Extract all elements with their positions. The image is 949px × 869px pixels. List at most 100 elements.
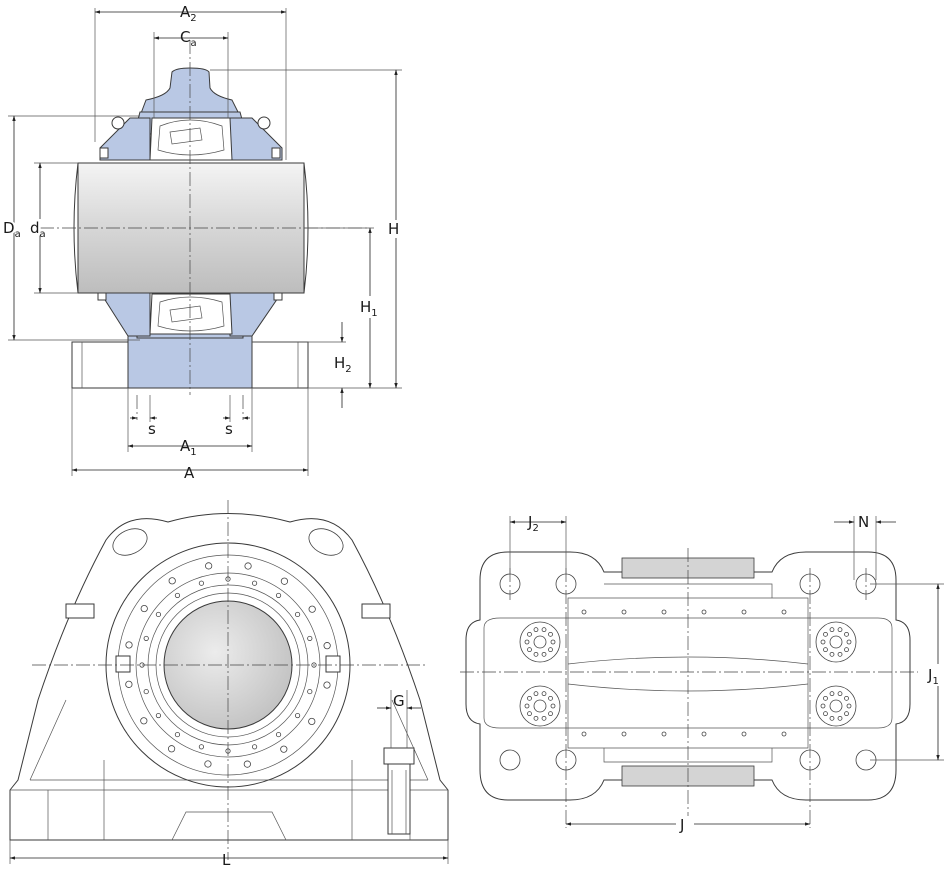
seal-screw [155,611,162,618]
seal-screw [251,744,258,750]
flange-bolt [205,562,213,570]
section-view: A2 Ca D Da d da H H1 H2 [1,3,406,482]
seal-rosette-hole [524,639,530,645]
seal-rosette-center [829,635,843,649]
seal-rosette-hole [844,647,849,653]
seal-screw [251,580,258,586]
seal-rosette-hole [823,647,828,653]
cap-screw [661,609,667,615]
seal-rosette-center [533,699,547,713]
seal-rosette-hole [823,711,828,717]
label-H: H [388,220,399,238]
seal-rosette-hole [524,703,530,709]
seal-rosette-hole [541,651,547,657]
flange-bolt [125,641,133,649]
seal-rosette-hole [846,703,852,709]
svg-text:da: da [30,219,46,240]
flange-bolt [167,745,176,753]
front-view: G L [9,500,449,869]
flange-bolt [140,717,148,725]
label-G: G [393,692,405,710]
svg-text:Da: Da [3,219,21,240]
seal-rosette-hole [533,715,539,721]
flange-bolt [204,760,212,768]
seal-rosette-hole [829,627,835,633]
label-J: J [679,816,684,834]
flange-bolt [323,642,331,650]
seal-rosette-hole [846,639,852,645]
seal-rosette-hole [829,715,835,721]
seal-screw [275,592,282,599]
seal-rosette-hole [541,627,547,633]
cap-screw [741,609,747,615]
flange-bolt [243,760,251,768]
seal-rosette-hole [823,695,828,701]
label-s-right: s [225,420,233,438]
cap-screw [701,609,707,615]
top-view: J2 N J1 J [460,513,948,834]
label-L: L [222,851,231,869]
seal-rosette-hole [550,703,556,709]
seal-rosette-hole [548,631,553,637]
label-A2: A2 [180,3,197,24]
cap-screw [621,609,627,615]
label-J1: J1 [927,666,939,687]
label-H1: H1 [360,298,378,319]
seal-rosette-hole [527,647,532,653]
seal-screw [275,731,282,738]
cap-screw [781,609,787,615]
seal-screw [174,731,181,738]
seal-rosette-hole [533,627,539,633]
seal-screw [307,688,313,695]
seal-screw [174,592,181,599]
seal-rosette-hole [820,703,826,709]
seal-rosette-hole [837,627,843,633]
flange-bolt [125,680,133,688]
cap-screw [621,731,627,737]
flange-bolt [140,604,148,613]
seal-rosette-hole [837,691,843,697]
label-s-left: s [148,420,156,438]
seal-rosette-hole [823,631,828,637]
seal-rosette-center [829,699,843,713]
seal-rosette-hole [837,651,843,657]
label-N: N [858,513,869,531]
flange-bolt [280,745,288,753]
label-Da: D [3,219,15,237]
seal-rosette-hole [533,691,539,697]
cap-screw [781,731,787,737]
flange-bolt [168,577,176,585]
seal-screw [307,635,313,642]
label-J2: J2 [527,513,539,534]
seal-rosette-hole [820,639,826,645]
seal-rosette-hole [844,711,849,717]
label-A1: A1 [180,437,197,458]
seal-rosette-hole [844,631,849,637]
seal-rosette-hole [527,695,532,701]
seal-rosette-center [533,635,547,649]
cap-screw [741,731,747,737]
seal-screw [143,688,149,695]
seal-rosette-hole [533,651,539,657]
seal-screw [198,744,205,750]
seal-screw [294,611,301,618]
cap-screw [581,731,587,737]
seal-rosette-hole [844,695,849,701]
seal-screw [198,580,205,586]
seal-screw [143,635,149,642]
seal-rosette-hole [829,691,835,697]
label-Ca: Ca [180,28,197,49]
seal-rosette-hole [541,691,547,697]
cap-screw [661,731,667,737]
flange-bolt [308,717,316,726]
flange-bolt [280,577,289,585]
seal-rosette-hole [527,711,532,717]
cap-screw [581,609,587,615]
seal-rosette-hole [550,639,556,645]
flange-bolt [323,681,331,689]
seal-rosette-hole [829,651,835,657]
seal-rosette-hole [837,715,843,721]
cap-screw [701,731,707,737]
seal-rosette-hole [548,647,553,653]
